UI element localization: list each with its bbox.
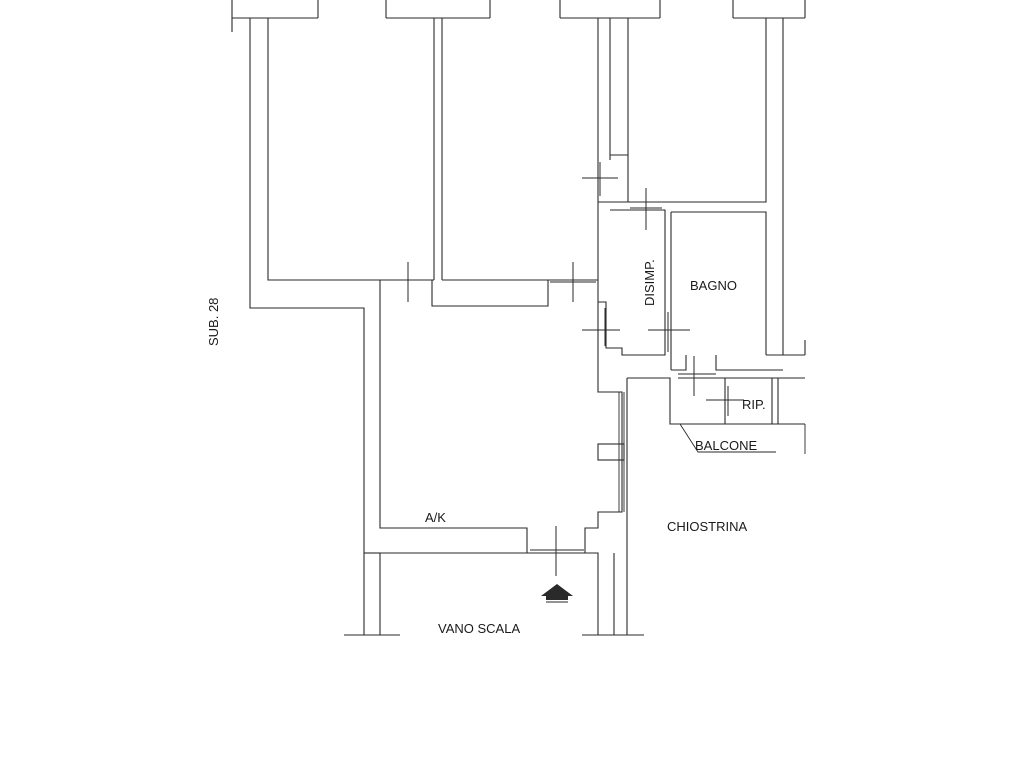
balcony-label: BALCONE	[695, 438, 757, 453]
storage-label: RIP.	[742, 397, 766, 412]
sub-label: SUB. 28	[206, 298, 221, 346]
hallway-label: DISIMP.	[642, 259, 657, 306]
door-markers	[392, 162, 744, 576]
bathroom-walls	[670, 211, 806, 371]
balcony-leader-line	[679, 423, 776, 453]
top-walls	[385, 0, 806, 19]
stairwell-label: VANO SCALA	[438, 621, 520, 636]
bathroom-label: BAGNO	[690, 278, 737, 293]
courtyard-label: CHIOSTRINA	[667, 519, 748, 534]
balcony-walls	[627, 373, 806, 454]
entrance-arrow-icon	[541, 584, 573, 603]
window-lines	[597, 392, 625, 512]
hallway-walls	[598, 209, 666, 356]
living-room-walls	[364, 160, 628, 635]
room-1-walls	[268, 18, 784, 355]
left-outer-wall	[231, 0, 380, 635]
living-kitchen-label: A/K	[425, 510, 446, 525]
